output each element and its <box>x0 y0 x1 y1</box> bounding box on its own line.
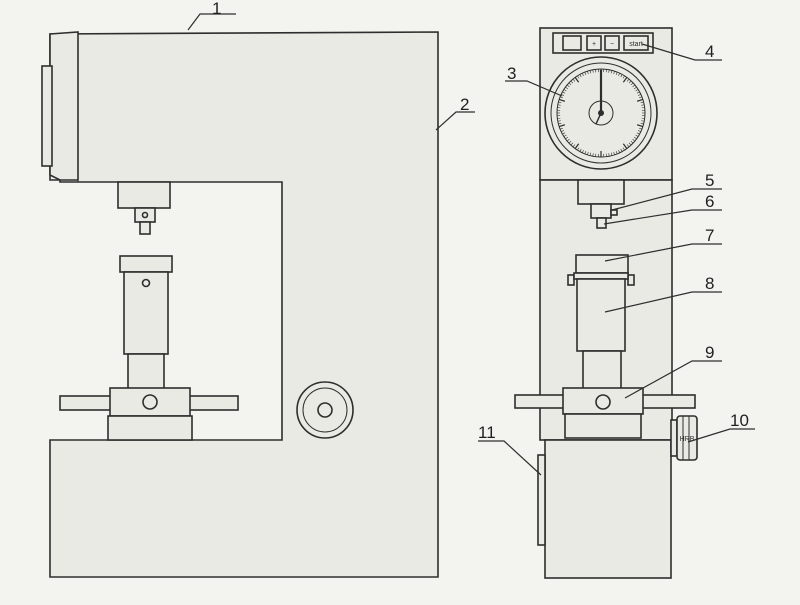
callout-1: 1 <box>212 0 221 18</box>
callout-6: 6 <box>705 192 714 211</box>
callout-8: 8 <box>705 274 714 293</box>
leader-2 <box>436 112 475 130</box>
plus-button-label: + <box>592 41 596 48</box>
rear-cover <box>42 66 52 166</box>
leader-10 <box>688 429 755 442</box>
minus-button-label: − <box>610 41 614 48</box>
head-housing <box>50 32 78 180</box>
handwheel-label: HRB <box>680 436 695 443</box>
callout-5: 5 <box>705 171 714 190</box>
callout-11: 11 <box>478 423 496 442</box>
callout-7: 7 <box>705 226 714 245</box>
indenter <box>140 222 150 234</box>
machine-frame <box>50 32 438 577</box>
start-button-label: start <box>629 41 643 48</box>
callout-10: 10 <box>730 411 749 430</box>
indenter-front <box>597 218 606 228</box>
side-view <box>42 32 438 577</box>
front-view: + − start HRB <box>515 28 697 578</box>
blank-button[interactable] <box>563 36 581 50</box>
front-base <box>545 440 671 578</box>
indenter-screw <box>611 210 617 215</box>
anvil-left <box>120 256 172 272</box>
leader-11 <box>478 441 541 475</box>
callout-3: 3 <box>507 64 516 83</box>
callout-9: 9 <box>705 343 714 362</box>
indenter-holder-front <box>578 180 624 204</box>
callout-2: 2 <box>460 95 469 114</box>
elevating-screw-front <box>577 279 625 351</box>
unloading-lever[interactable] <box>538 455 545 545</box>
callout-4: 4 <box>705 42 714 61</box>
indenter-holder <box>118 182 170 208</box>
